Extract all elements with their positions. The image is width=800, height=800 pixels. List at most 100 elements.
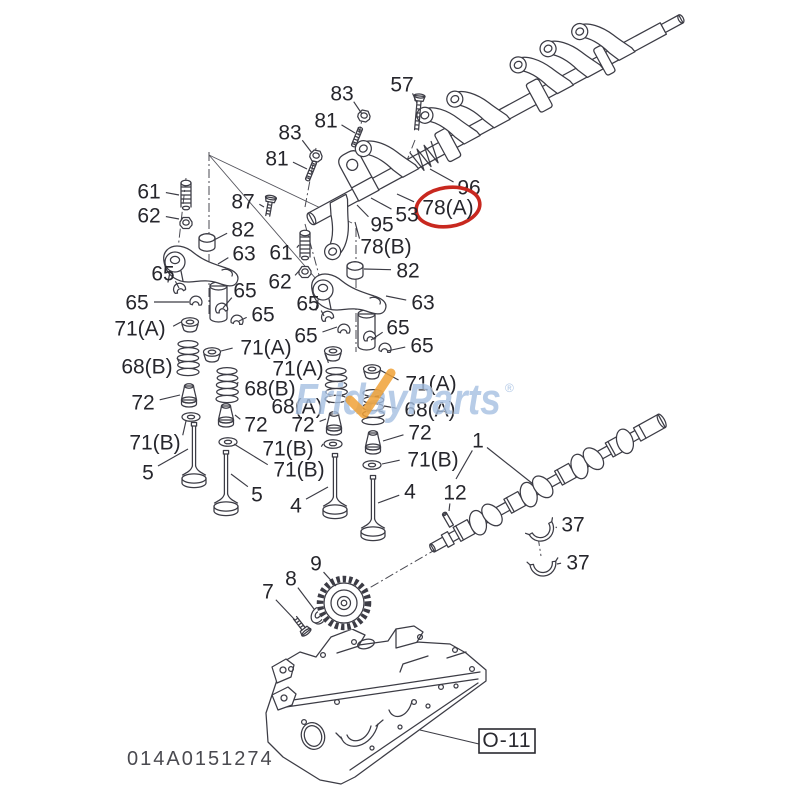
part-label: 62 <box>268 271 291 294</box>
part-label: 5 <box>251 484 263 507</box>
leader-line <box>323 571 337 587</box>
leader-line <box>238 316 247 322</box>
leader-line <box>296 244 300 249</box>
stud-81 <box>304 160 318 182</box>
watermark-text: FridayParts <box>295 375 501 424</box>
part-label: 71(A) <box>240 337 291 360</box>
leader-line <box>386 346 406 352</box>
part-label: 4 <box>404 481 416 504</box>
part-label: 63 <box>232 243 255 266</box>
leader-line <box>297 587 315 610</box>
leader-line <box>325 354 329 364</box>
adjust-nut-62 <box>179 216 193 230</box>
part-label: 53 <box>395 204 418 227</box>
part-label: 72 <box>291 414 314 437</box>
part-label: 9 <box>310 553 322 576</box>
leader-line <box>381 459 400 465</box>
part-label: 63 <box>411 292 434 315</box>
part-label: 72 <box>131 392 154 415</box>
part-label: 61 <box>269 242 292 265</box>
part-label: 82 <box>396 260 419 283</box>
part-label: 71(A) <box>114 318 165 341</box>
leader-line <box>292 161 308 170</box>
highlight-ellipse <box>414 185 482 229</box>
leader-line <box>370 197 392 210</box>
part-labels-layer: 5783818381879678(A)539578(B)616282636565… <box>114 74 590 621</box>
part-label: 81 <box>314 110 337 133</box>
leader-line <box>294 270 300 276</box>
part-label: 71(B) <box>262 438 313 461</box>
leader-line <box>176 357 180 364</box>
part-label: 71(B) <box>407 449 458 472</box>
leader-line <box>383 405 397 409</box>
drawing-number: 014A0151274 <box>127 748 274 770</box>
part-label: 83 <box>330 83 353 106</box>
part-label: 72 <box>244 414 267 437</box>
part-label: 72 <box>408 422 431 445</box>
leader-line <box>236 381 239 386</box>
part-label: 68(A) <box>404 399 455 422</box>
watermark: FridayParts ® <box>295 368 514 425</box>
idler-gear <box>316 575 372 631</box>
reference-box: O-11 <box>419 728 536 754</box>
part-label: 65 <box>294 325 317 348</box>
part-label: 83 <box>278 122 301 145</box>
cam-gear-set <box>290 575 372 638</box>
leader-line <box>222 297 233 309</box>
part-label: 37 <box>566 552 589 575</box>
leader-line <box>172 321 182 327</box>
part-label: 62 <box>137 205 160 228</box>
part-label: 4 <box>290 495 302 518</box>
part-label: 82 <box>231 219 254 242</box>
leader-line <box>305 486 329 500</box>
part-label: 71(A) <box>272 358 323 381</box>
part-label: 68(B) <box>121 356 172 379</box>
watermark-check-icon <box>345 368 396 419</box>
part-label: 71(A) <box>405 373 456 396</box>
adjust-screw-61 <box>180 179 192 211</box>
leader-line <box>322 326 338 333</box>
leader-line <box>230 473 249 488</box>
leader-line <box>165 192 180 196</box>
leader-line <box>370 331 384 341</box>
cam-pin <box>441 511 455 528</box>
adjust-screw-61 <box>299 229 311 261</box>
leader-line <box>324 398 330 404</box>
leader-line <box>356 204 369 218</box>
leader-line <box>486 447 534 485</box>
leader-line <box>385 295 407 301</box>
leader-line <box>353 101 363 115</box>
leader-line <box>174 280 180 289</box>
leader-line <box>448 503 451 512</box>
leader-line <box>341 124 356 134</box>
part-label: 1 <box>472 430 484 453</box>
leader-line <box>319 418 327 422</box>
leader-line <box>234 414 241 420</box>
bearing-shells <box>524 517 562 579</box>
part-label: 87 <box>231 191 254 214</box>
bracket-bolt-87 <box>261 193 278 218</box>
part-label: 65 <box>251 304 274 327</box>
leader-line <box>382 434 404 442</box>
leader-line <box>217 257 229 265</box>
leader-line <box>377 494 400 504</box>
part-label: 5 <box>142 462 154 485</box>
part-label: 37 <box>561 514 584 537</box>
part-label: 68(B) <box>244 378 295 401</box>
leader-line <box>429 168 454 183</box>
leader-line <box>320 443 324 447</box>
leader-line <box>157 448 189 467</box>
leader-line <box>182 420 187 436</box>
part-label: 65 <box>386 317 409 340</box>
part-label: 95 <box>370 214 393 237</box>
leader-line <box>354 221 361 239</box>
part-label: 65 <box>296 293 319 316</box>
part-label: 61 <box>137 181 160 204</box>
leader-line <box>213 232 228 241</box>
adjust-nut-62 <box>298 265 312 279</box>
leader-line <box>233 443 269 466</box>
part-label: 57 <box>390 74 413 97</box>
gear-bolt <box>290 613 313 638</box>
